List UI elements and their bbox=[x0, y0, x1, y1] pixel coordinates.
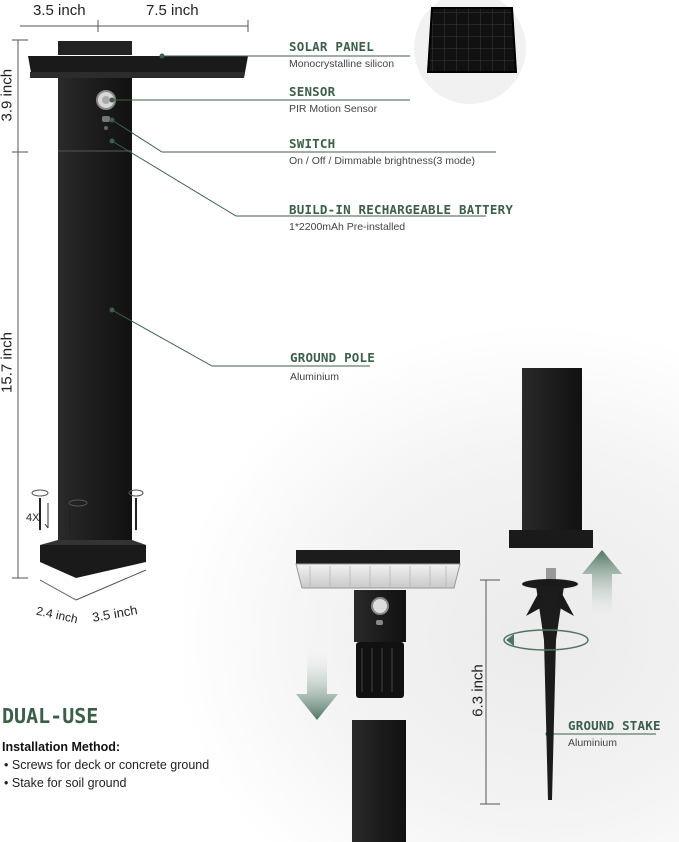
dim-stake-height: 6.3 inch bbox=[469, 664, 487, 717]
callout-title: GROUND POLE bbox=[290, 350, 375, 365]
callout-ground-pole: GROUND POLE Aluminium bbox=[290, 350, 375, 383]
head-module bbox=[295, 550, 461, 698]
callout-solar-panel: SOLAR PANEL Monocrystalline silicon bbox=[289, 39, 394, 70]
solar-light-product bbox=[28, 41, 248, 578]
callout-sensor: SENSOR PIR Motion Sensor bbox=[289, 84, 377, 115]
installation-method-label: Installation Method: bbox=[2, 740, 121, 754]
callout-detail: Aluminium bbox=[568, 737, 618, 749]
list-item: • Stake for soil ground bbox=[4, 776, 127, 790]
callout-detail: PIR Motion Sensor bbox=[289, 103, 378, 115]
ground-stake bbox=[503, 568, 589, 800]
callout-detail: Aluminium bbox=[290, 371, 340, 383]
callout-switch: SWITCH On / Off / Dimmable brightness(3 … bbox=[289, 136, 475, 167]
callout-title: SOLAR PANEL bbox=[289, 39, 374, 54]
callout-detail: On / Off / Dimmable brightness(3 mode) bbox=[289, 155, 475, 167]
callout-detail: 1*2200mAh Pre-installed bbox=[289, 221, 406, 233]
dim-panel-width: 7.5 inch bbox=[146, 2, 199, 19]
callout-title: BUILD-IN RECHARGEABLE BATTERY bbox=[289, 202, 514, 217]
dual-use-heading: DUAL-USE bbox=[2, 704, 99, 728]
callout-title: SENSOR bbox=[289, 84, 336, 99]
method-text: Screws for deck or concrete ground bbox=[11, 758, 210, 772]
rotate-arrow-icon bbox=[31, 489, 144, 507]
dim-pole-height: 15.7 inch bbox=[0, 332, 16, 393]
method-text: Stake for soil ground bbox=[11, 776, 127, 790]
dim-head-height: 3.9 inch bbox=[0, 68, 16, 122]
screw-count: 4X bbox=[26, 512, 40, 524]
up-arrow-icon bbox=[582, 550, 622, 626]
callout-ground-stake: GROUND STAKE Aluminium bbox=[568, 718, 661, 749]
dimension-lines bbox=[12, 20, 500, 805]
solar-panel-closeup-icon bbox=[414, 0, 526, 104]
callout-title: GROUND STAKE bbox=[568, 718, 661, 733]
callout-title: SWITCH bbox=[289, 136, 336, 151]
list-item: • Screws for deck or concrete ground bbox=[4, 758, 210, 772]
exploded-pole bbox=[509, 368, 593, 548]
callout-lines bbox=[111, 55, 656, 735]
dim-top-width: 3.5 inch bbox=[33, 2, 86, 19]
callout-detail: Monocrystalline silicon bbox=[289, 58, 395, 70]
callout-battery: BUILD-IN RECHARGEABLE BATTERY 1*2200mAh … bbox=[289, 202, 513, 233]
down-arrow-icon bbox=[296, 644, 338, 720]
bottom-pole-segment bbox=[352, 720, 406, 842]
